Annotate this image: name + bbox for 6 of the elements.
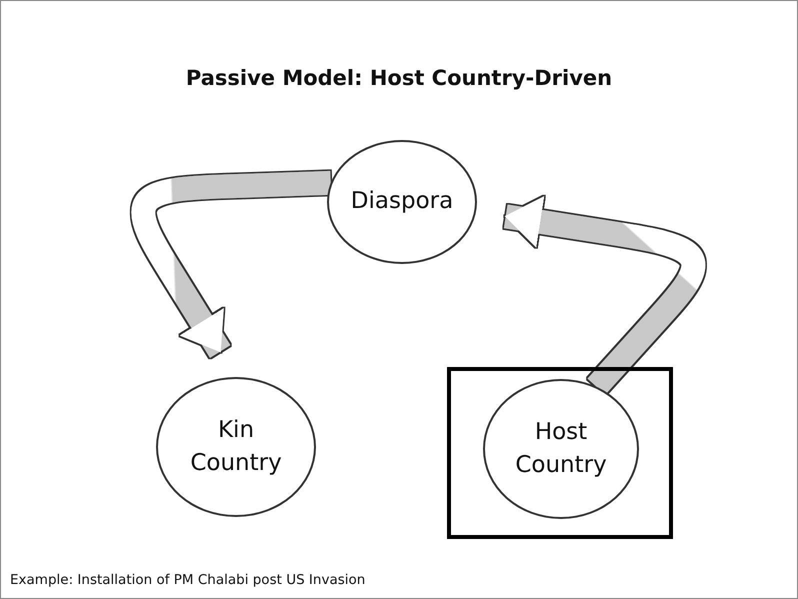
- node-label: Diaspora: [350, 187, 454, 216]
- highlight-frame: [447, 367, 673, 539]
- caption: Example: Installation of PM Chalabi post US Invasion: [10, 572, 366, 588]
- node-label: Kin Country: [189, 416, 283, 478]
- title: Passive Model: Host Country-Driven: [184, 66, 614, 90]
- node-label: Host Country: [514, 418, 608, 480]
